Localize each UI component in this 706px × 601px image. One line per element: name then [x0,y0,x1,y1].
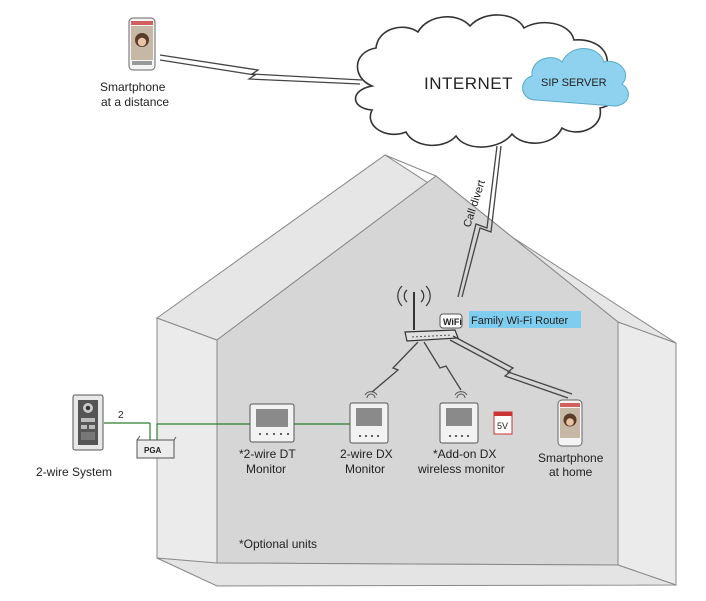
addon-wireless-monitor [439,391,479,444]
house-back-wall [216,175,619,566]
house [155,154,677,587]
home-phone-line2: at home [549,465,593,479]
router-label-box [469,311,581,328]
router-to-dx-link [371,341,419,393]
router-to-home-phone-link [449,339,569,399]
wifi-badge: WiFi [439,313,463,329]
remote-phone-line2: at a distance [101,95,169,109]
monitor-3-line2: wireless monitor [417,462,505,476]
dt-monitor [249,403,295,443]
internet-label: INTERNET [424,74,513,93]
monitor-1-line2: Monitor [246,462,286,476]
router-to-addon-link [423,341,462,391]
house-right-side [617,321,677,586]
house-floor [156,557,677,587]
pga-label: PGA [144,446,162,455]
monitor-2-line2: Monitor [345,462,385,476]
home-smartphone [557,399,583,447]
dx-monitor [349,391,389,444]
remote-smartphone [128,17,156,71]
power-label: 5V [497,421,508,431]
power-adapter: 5V [493,411,513,435]
wire-count-label: 2 [118,410,124,421]
svg-text:WiFi: WiFi [443,317,462,327]
router-label: Family Wi-Fi Router [471,315,569,327]
two-wire-system-label: 2-wire System [36,465,112,479]
pga-power-supply: PGA [136,435,177,459]
sip-server-label: SIP SERVER [541,77,607,89]
monitor-1-line1: *2-wire DT [239,447,296,461]
monitor-2-line1: 2-wire DX [340,447,393,461]
optional-units-note: *Optional units [239,537,317,551]
internet-cloud: INTERNET [354,14,619,148]
home-phone-line1: Smartphone [538,451,604,465]
call-divert-link [457,145,498,298]
remote-phone-line1: Smartphone [100,80,166,94]
door-station [72,394,104,451]
remote-wireless-link [159,54,363,81]
monitor-3-line1: *Add-on DX [433,447,496,461]
sip-server-cloud: SIP SERVER [522,48,629,107]
